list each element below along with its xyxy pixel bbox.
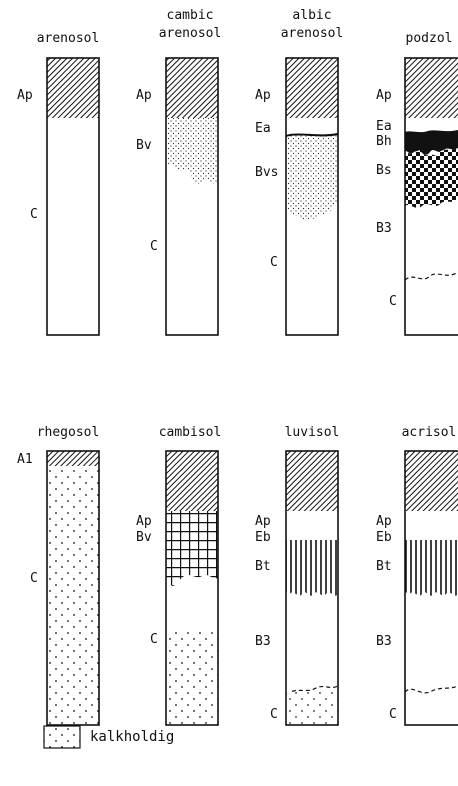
title-albic-2: arenosol xyxy=(281,26,344,41)
legend-swatch xyxy=(43,725,81,749)
profile-albic-arenosol: Ap Ea Bvs C xyxy=(255,57,339,336)
horizon-label: Ap xyxy=(136,88,152,103)
horizon-label: Bt xyxy=(255,559,271,574)
horizon-label: C xyxy=(30,571,38,586)
horizon-label: B3 xyxy=(255,634,271,649)
horizon-label: Ea xyxy=(255,121,271,136)
horizon-label: Ap xyxy=(376,88,392,103)
profile-cambisol: Ap Bv C xyxy=(136,450,219,726)
horizon-label: Ea xyxy=(376,119,392,134)
legend-label: kalkholdig xyxy=(90,729,175,745)
title-acrisol: acrisol xyxy=(402,425,457,440)
horizon-label: Bv xyxy=(136,530,152,545)
horizon-label: C xyxy=(150,632,158,647)
title-cambisol: cambisol xyxy=(159,425,222,440)
profile-luvisol: Ap Eb Bt B3 C xyxy=(255,450,339,726)
horizon-label: Ap xyxy=(255,88,271,103)
horizon-label: Ap xyxy=(17,88,33,103)
title-arenosol: arenosol xyxy=(37,31,100,46)
horizon-label: Bt xyxy=(376,559,392,574)
horizon-label: Ap xyxy=(136,514,152,529)
horizon-label: C xyxy=(270,707,278,722)
profile-rhegosol: A1 C xyxy=(17,450,100,726)
horizon-label: C xyxy=(30,207,38,222)
horizon-label: Eb xyxy=(255,530,271,545)
horizon-label: A1 xyxy=(17,452,33,467)
horizon-label: Ap xyxy=(376,514,392,529)
horizon-label: Bv xyxy=(136,138,152,153)
horizon-label: C xyxy=(150,239,158,254)
horizon-label: B3 xyxy=(376,221,392,236)
title-podzol: podzol xyxy=(406,31,453,46)
profile-acrisol: Ap Eb Bt B3 C xyxy=(376,450,458,726)
horizon-label: B3 xyxy=(376,634,392,649)
horizon-label: Bs xyxy=(376,163,392,178)
horizon-label: Eb xyxy=(376,530,392,545)
title-rhegosol: rhegosol xyxy=(37,425,100,440)
horizon-label: C xyxy=(389,294,397,309)
horizon-label: C xyxy=(389,707,397,722)
horizon-label: Bvs xyxy=(255,165,278,180)
horizon-label: Ap xyxy=(255,514,271,529)
profile-arenosol: Ap C xyxy=(17,57,100,336)
horizon-label: C xyxy=(270,255,278,270)
title-cambic-1: cambic xyxy=(167,8,214,23)
title-albic-1: albic xyxy=(292,8,331,23)
profile-podzol: Ap Ea Bh Bs B3 C xyxy=(376,57,458,336)
title-cambic-2: arenosol xyxy=(159,26,222,41)
title-luvisol: luvisol xyxy=(285,425,340,440)
horizon-label: Bh xyxy=(376,134,392,149)
profile-cambic-arenosol: Ap Bv C xyxy=(136,57,219,336)
